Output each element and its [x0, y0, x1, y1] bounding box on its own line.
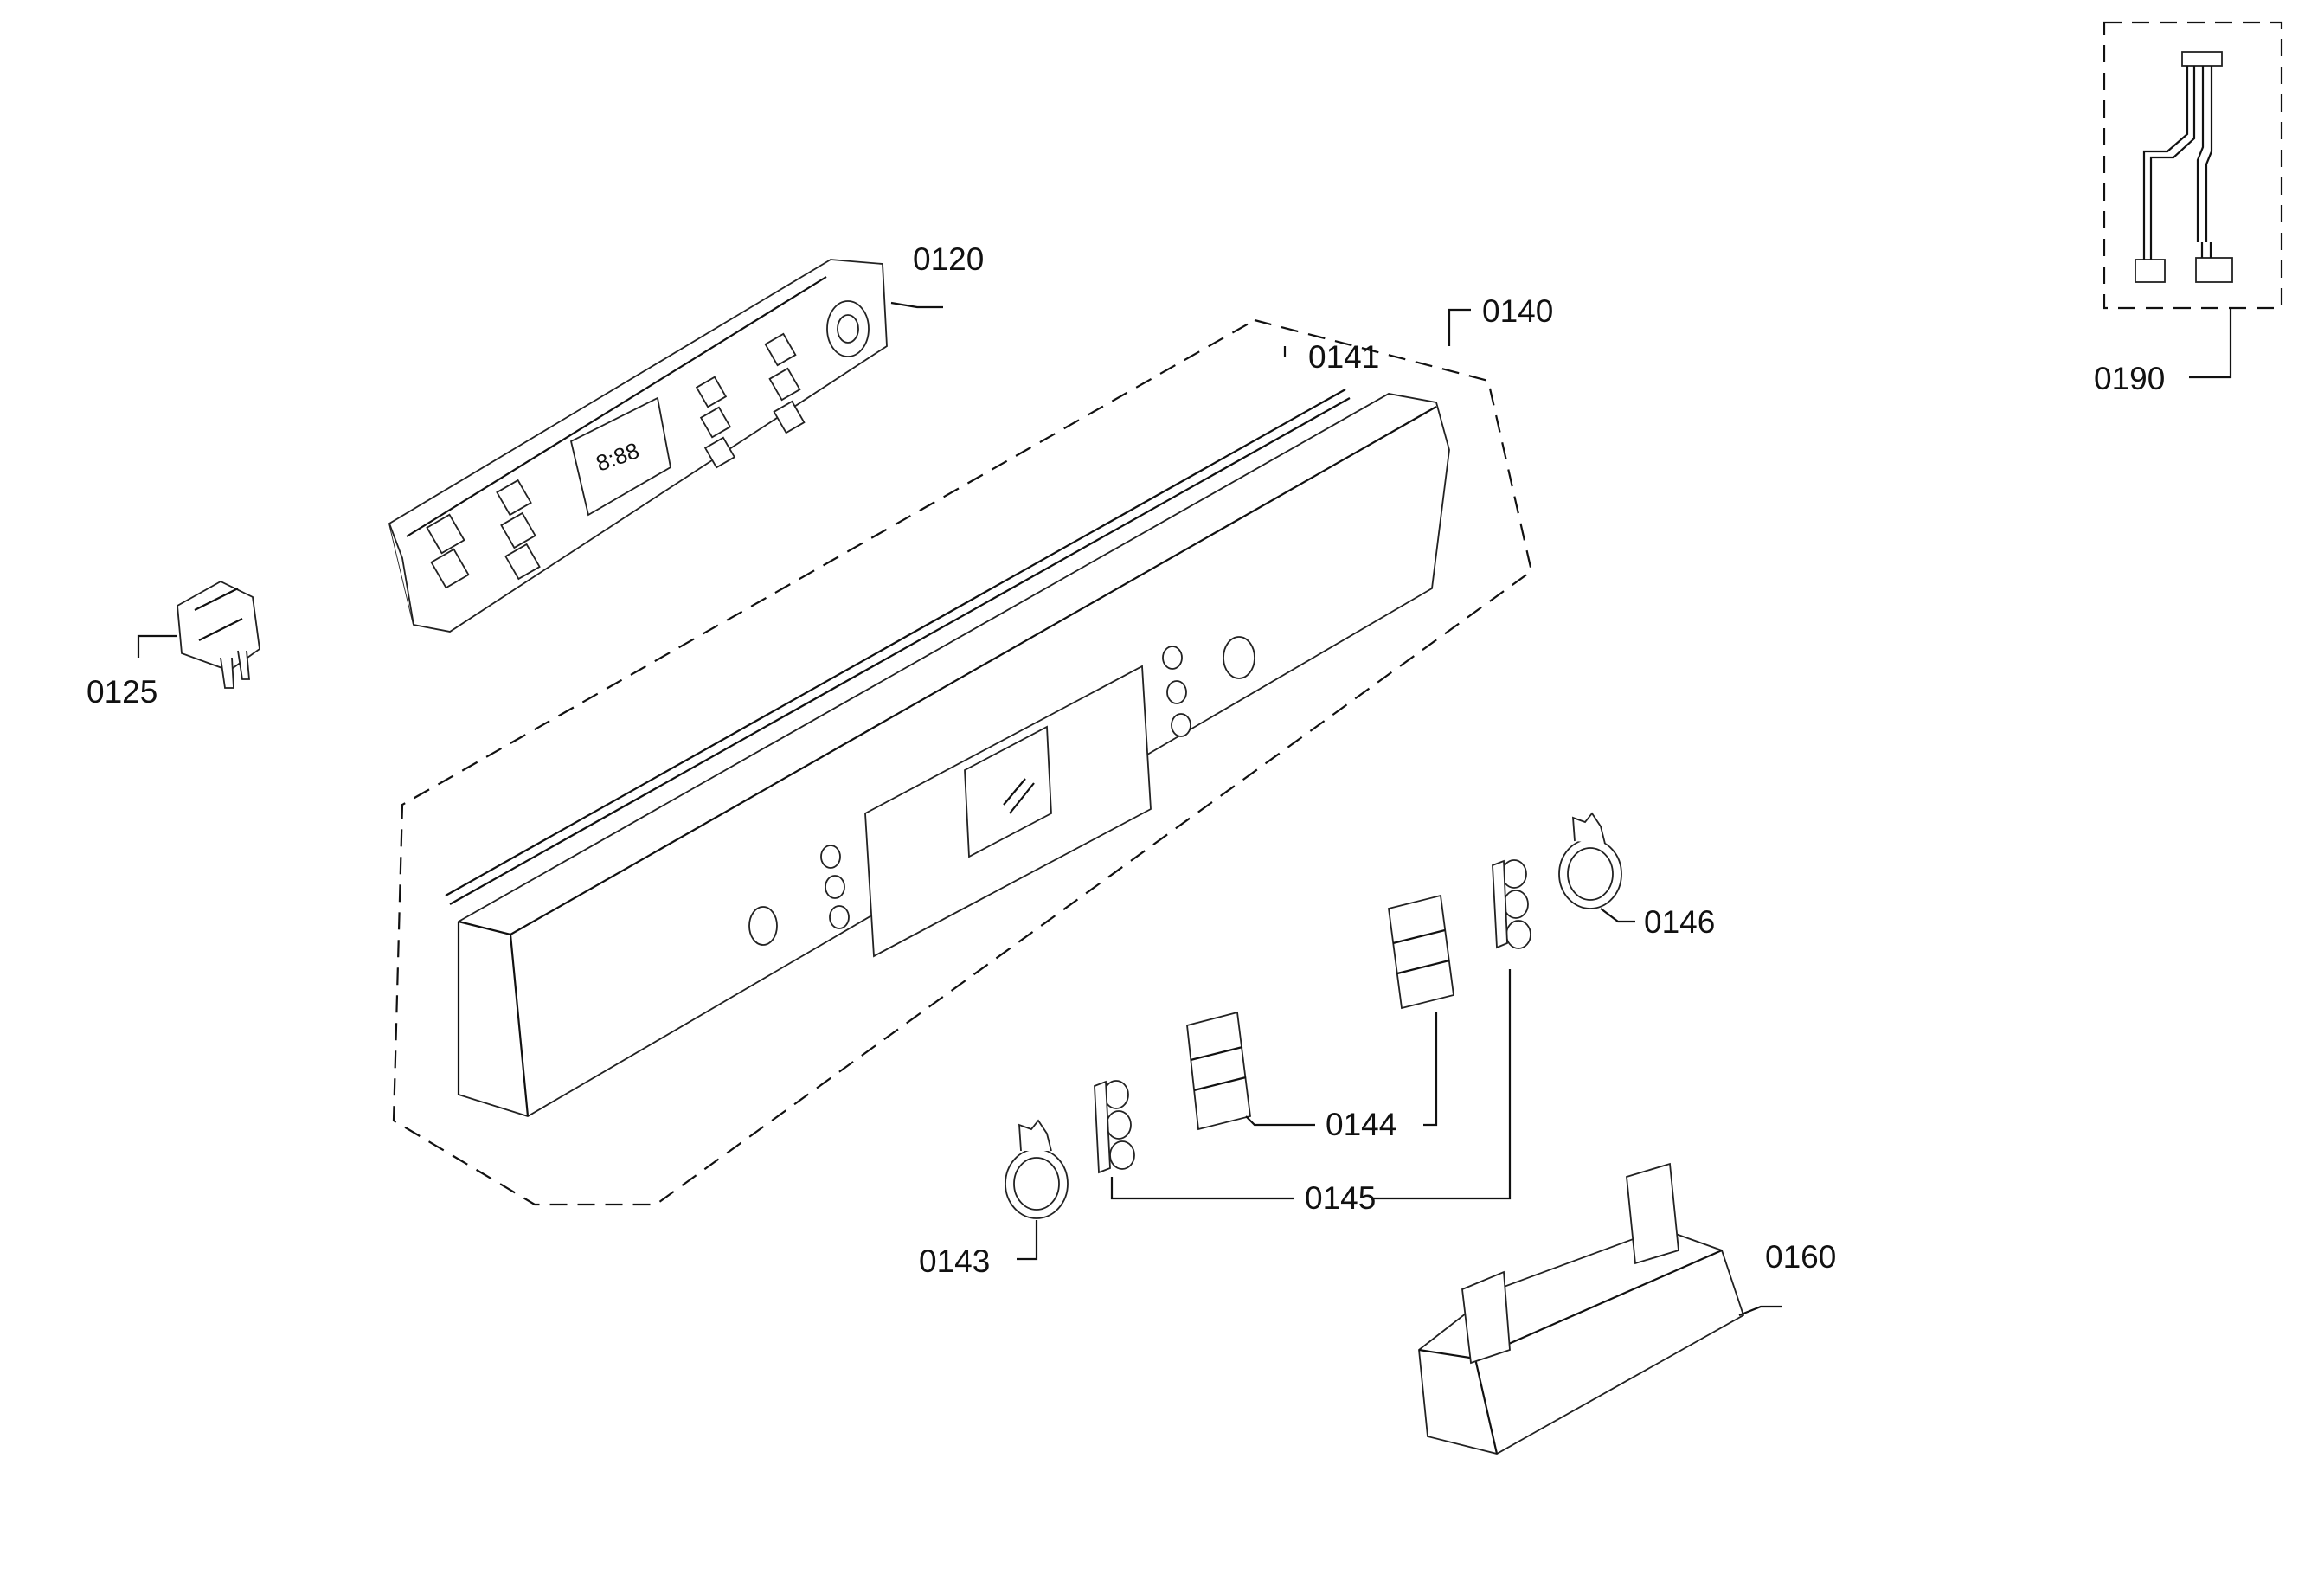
leader-0120	[890, 301, 943, 309]
leader-0160	[1738, 1305, 1782, 1317]
callout-0160: 0160	[1765, 1239, 1836, 1275]
board-display	[569, 396, 672, 517]
leader-0146	[1600, 908, 1635, 923]
callout-0190: 0190	[2094, 361, 2165, 396]
part-0146-knob	[1558, 812, 1635, 923]
part-0120-control-module: 8:88	[388, 259, 943, 633]
callout-0125: 0125	[87, 674, 157, 710]
part-0190-wiring-harness	[2103, 21, 2283, 379]
leader-0140	[1448, 308, 1471, 346]
callout-0145: 0145	[1305, 1180, 1376, 1216]
leader-0144	[1245, 1115, 1315, 1127]
part-0143-knob	[1005, 1119, 1069, 1261]
callout-0144: 0144	[1326, 1107, 1396, 1142]
harness-group-box	[2103, 21, 2283, 310]
leader-0143	[1017, 1220, 1038, 1261]
harness-connector-left	[2135, 259, 2166, 283]
callout-0141: 0141	[1308, 339, 1379, 375]
harness-top-connector	[2181, 51, 2223, 67]
callout-0146: 0146	[1644, 904, 1715, 940]
harness-connector-right	[2195, 257, 2233, 283]
panel-button-main	[748, 906, 778, 946]
part-0144-button-strips	[1186, 894, 1454, 1131]
callout-0143: 0143	[919, 1243, 990, 1279]
callout-0120: 0120	[913, 241, 984, 277]
part-0125-switch	[137, 580, 260, 689]
leader-0190	[2189, 308, 2232, 379]
part-0141-seal-strip	[445, 389, 1346, 896]
part-0145-button-set-left	[1094, 1080, 1294, 1200]
part-0145-button-set-right	[1371, 859, 1531, 1200]
part-0160-cover	[1418, 1162, 1782, 1455]
callout-0140: 0140	[1482, 293, 1553, 329]
group-0140-boundary	[392, 318, 1533, 1206]
part-0140-control-panel	[445, 346, 1450, 1117]
leader-0125	[137, 634, 177, 658]
leader-0145	[1110, 1177, 1294, 1200]
